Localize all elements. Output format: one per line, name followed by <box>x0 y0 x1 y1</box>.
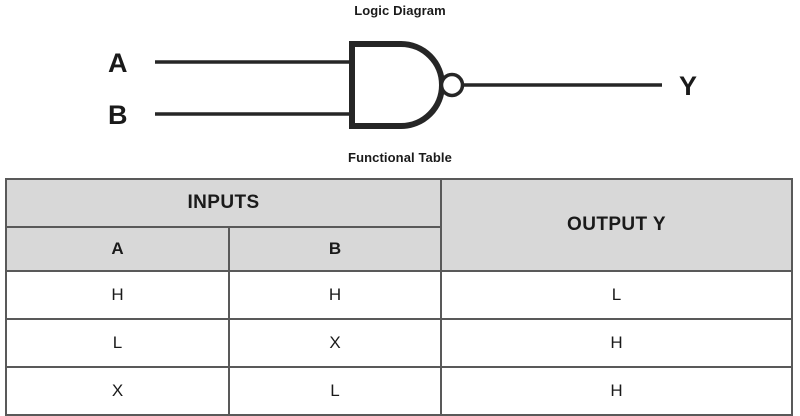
nand-gate-schematic: A B Y <box>108 41 697 130</box>
table-header-row-columns: A B <box>5 226 792 272</box>
and-gate-body <box>349 41 445 129</box>
cell-output-y: H <box>440 366 794 416</box>
cell-output-y: H <box>440 318 794 368</box>
input-b-label: B <box>108 100 128 130</box>
inversion-bubble-icon <box>439 72 465 98</box>
cell-output-y: L <box>440 270 794 320</box>
functional-table: INPUTS OUTPUT Y A B H H L L X H X L H <box>4 178 794 416</box>
table-header-row-group: INPUTS OUTPUT Y <box>4 178 794 272</box>
output-y-label: Y <box>679 71 697 101</box>
logic-diagram: A B Y <box>0 22 800 147</box>
header-output-y: OUTPUT Y <box>440 178 794 272</box>
cell-input-a: L <box>5 318 230 368</box>
table-header: INPUTS OUTPUT Y A B <box>4 178 794 272</box>
header-column-b: B <box>227 226 443 272</box>
logic-diagram-title: Logic Diagram <box>354 3 446 18</box>
functional-table-title: Functional Table <box>348 150 452 165</box>
input-a-label: A <box>108 48 128 78</box>
header-column-a: A <box>5 226 230 272</box>
cell-input-a: X <box>5 366 230 416</box>
cell-input-b: L <box>227 366 443 416</box>
cell-input-b: X <box>227 318 443 368</box>
table-row: X L H <box>5 366 794 416</box>
cell-input-a: H <box>5 270 230 320</box>
table-row: L X H <box>5 318 794 368</box>
cell-input-b: H <box>227 270 443 320</box>
table-body: H H L L X H X L H <box>5 270 794 416</box>
header-inputs-group: INPUTS <box>4 178 443 228</box>
table-row: H H L <box>5 270 794 320</box>
